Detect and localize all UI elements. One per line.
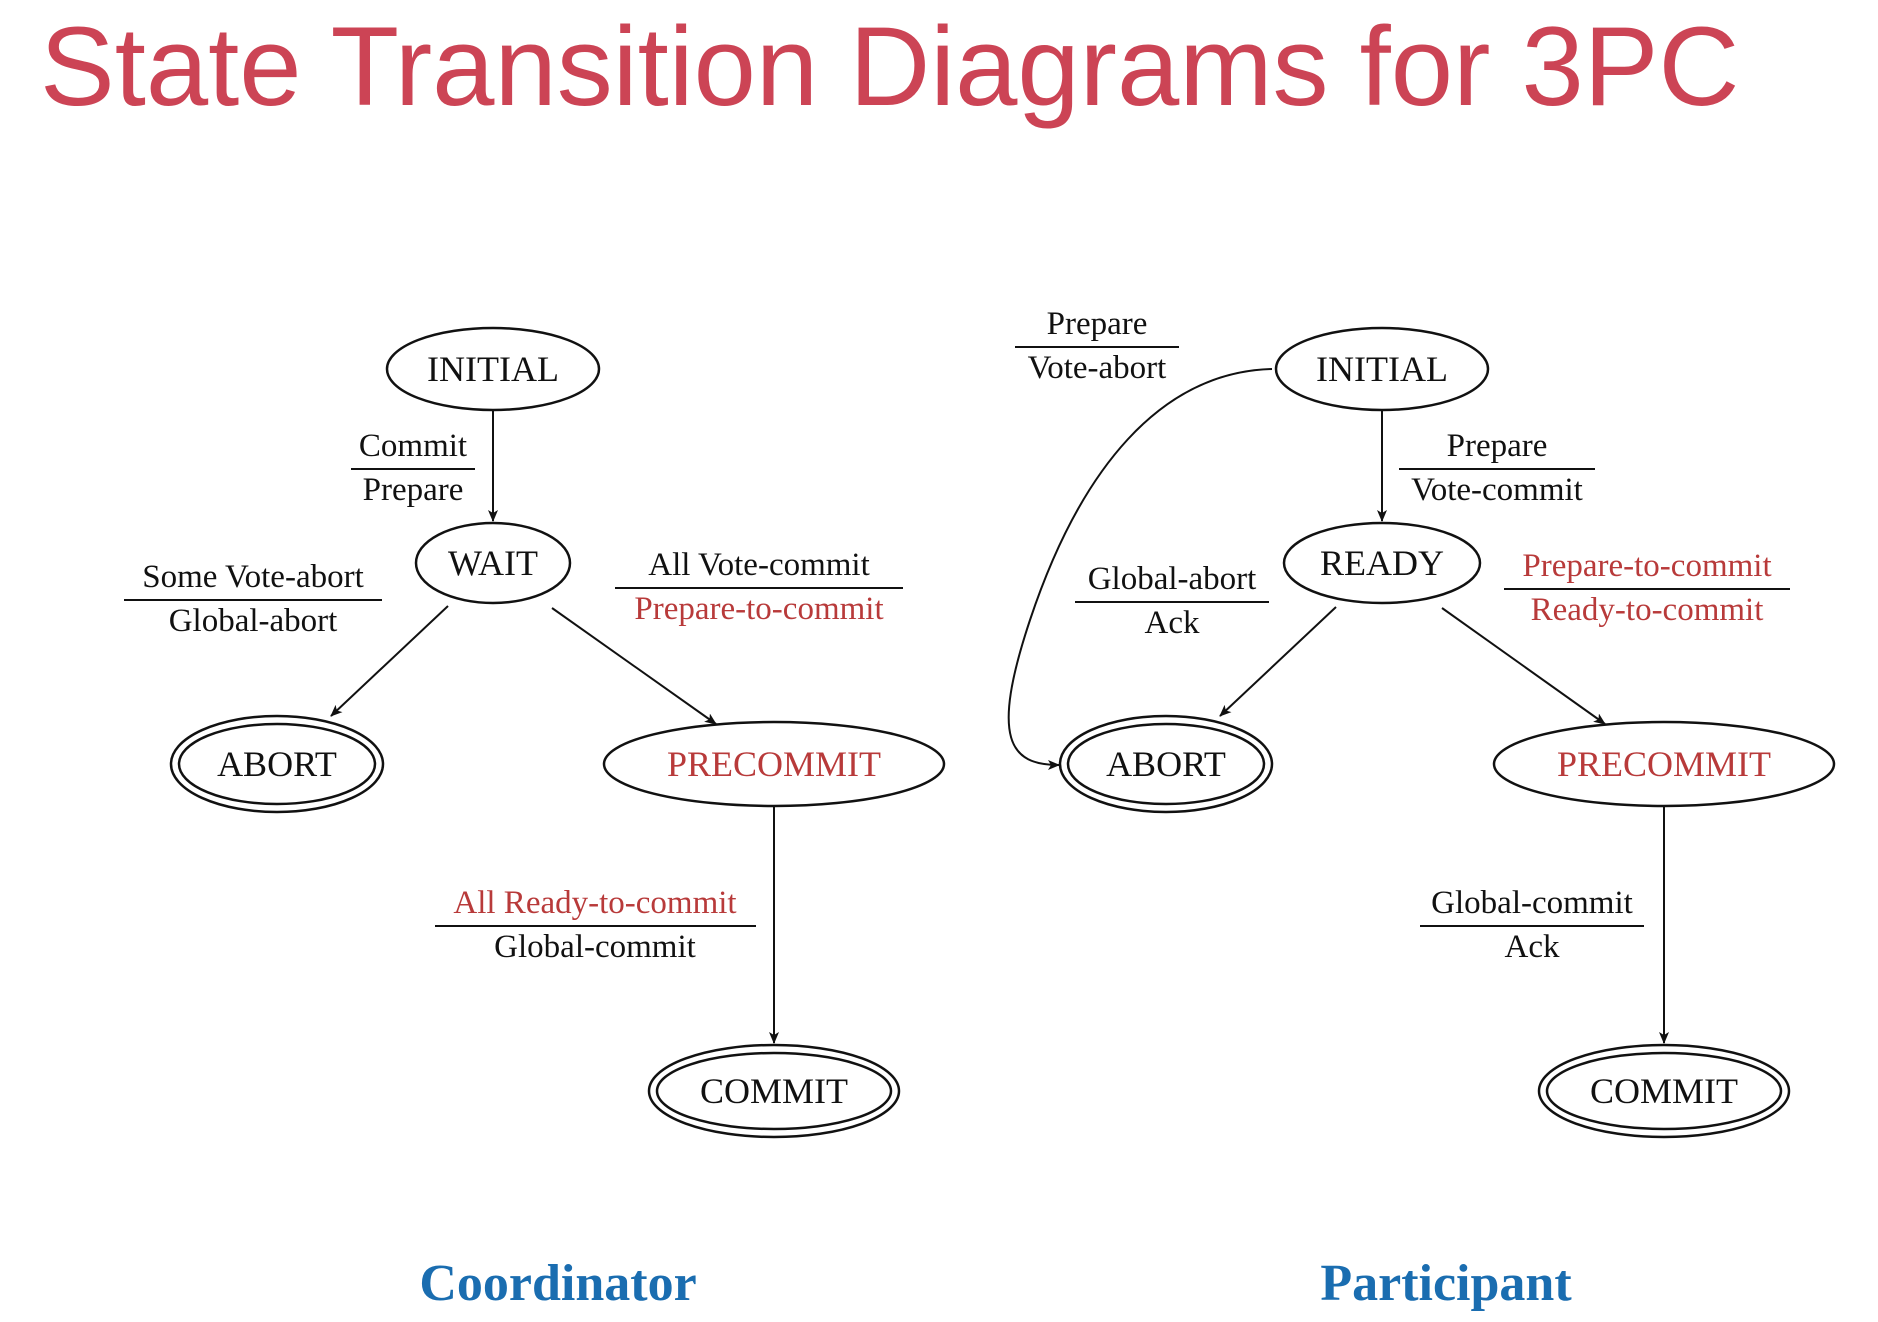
label-vote-commit: All Vote-commit Prepare-to-commit — [615, 547, 903, 627]
edge-wait-to-abort — [330, 605, 449, 717]
page-title: State Transition Diagrams for 3PC — [40, 4, 1740, 129]
state-ready: READY — [1282, 521, 1482, 605]
state-precommit: PRECOMMIT — [1492, 720, 1836, 808]
participant-diagram: INITIAL READY ABORT PRECOMMIT COMMIT Pre… — [1007, 306, 1836, 1312]
label-output: Ack — [1145, 605, 1200, 641]
label-output: Ready-to-commit — [1531, 592, 1764, 628]
label-input: Global-abort — [1088, 561, 1257, 597]
label-input: Prepare-to-commit — [1522, 548, 1771, 584]
state-label: COMMIT — [1590, 1071, 1738, 1111]
state-label: READY — [1320, 543, 1444, 583]
edge-ready-to-abort — [1219, 606, 1337, 717]
label-output: Vote-abort — [1028, 350, 1167, 386]
state-label: PRECOMMIT — [1557, 744, 1771, 784]
label-output: Global-commit — [494, 929, 696, 965]
state-label: INITIAL — [1316, 349, 1448, 389]
state-abort-final: ABORT — [169, 714, 385, 814]
label-prepare-to-commit: Prepare-to-commit Ready-to-commit — [1504, 548, 1790, 628]
label-output: Vote-commit — [1411, 472, 1583, 508]
edge-wait-to-precommit — [551, 607, 717, 725]
label-prepare-vote-commit: Prepare Vote-commit — [1399, 428, 1595, 508]
label-input: Commit — [359, 428, 467, 464]
state-initial: INITIAL — [1274, 326, 1490, 412]
state-precommit: PRECOMMIT — [602, 720, 946, 808]
label-commit-prepare: Commit Prepare — [351, 428, 475, 508]
edge-ready-to-precommit — [1441, 607, 1606, 725]
label-global-commit-ack: Global-commit Ack — [1420, 885, 1644, 965]
state-wait: WAIT — [414, 521, 572, 605]
label-output: Prepare — [363, 472, 464, 508]
label-input: Prepare — [1447, 428, 1548, 464]
state-label: ABORT — [1106, 744, 1226, 784]
state-commit-final: COMMIT — [647, 1043, 901, 1139]
edge-initial-to-abort — [1007, 368, 1273, 770]
state-label: PRECOMMIT — [667, 744, 881, 784]
label-vote-abort: Some Vote-abort Global-abort — [124, 559, 382, 639]
state-label: COMMIT — [700, 1071, 848, 1111]
caption-participant: Participant — [1320, 1255, 1572, 1312]
caption-coordinator: Coordinator — [419, 1255, 696, 1312]
coordinator-diagram: INITIAL WAIT ABORT PRECOMMIT COMMIT Comm… — [124, 326, 946, 1312]
label-prepare-vote-abort: Prepare Vote-abort — [1015, 306, 1179, 386]
label-input: All Ready-to-commit — [453, 885, 736, 921]
state-label: WAIT — [448, 543, 538, 583]
label-input: Prepare — [1047, 306, 1148, 342]
label-input: Some Vote-abort — [142, 559, 364, 595]
label-output: Global-abort — [169, 603, 338, 639]
state-commit-final: COMMIT — [1537, 1043, 1791, 1139]
state-abort-final: ABORT — [1058, 714, 1274, 814]
label-input: All Vote-commit — [648, 547, 870, 583]
label-global-abort-ack: Global-abort Ack — [1075, 561, 1269, 641]
state-initial: INITIAL — [385, 326, 601, 412]
label-output: Prepare-to-commit — [634, 591, 883, 627]
label-ready-to-commit: All Ready-to-commit Global-commit — [435, 885, 756, 965]
label-input: Global-commit — [1431, 885, 1633, 921]
label-output: Ack — [1505, 929, 1560, 965]
state-label: INITIAL — [427, 349, 559, 389]
state-label: ABORT — [217, 744, 337, 784]
